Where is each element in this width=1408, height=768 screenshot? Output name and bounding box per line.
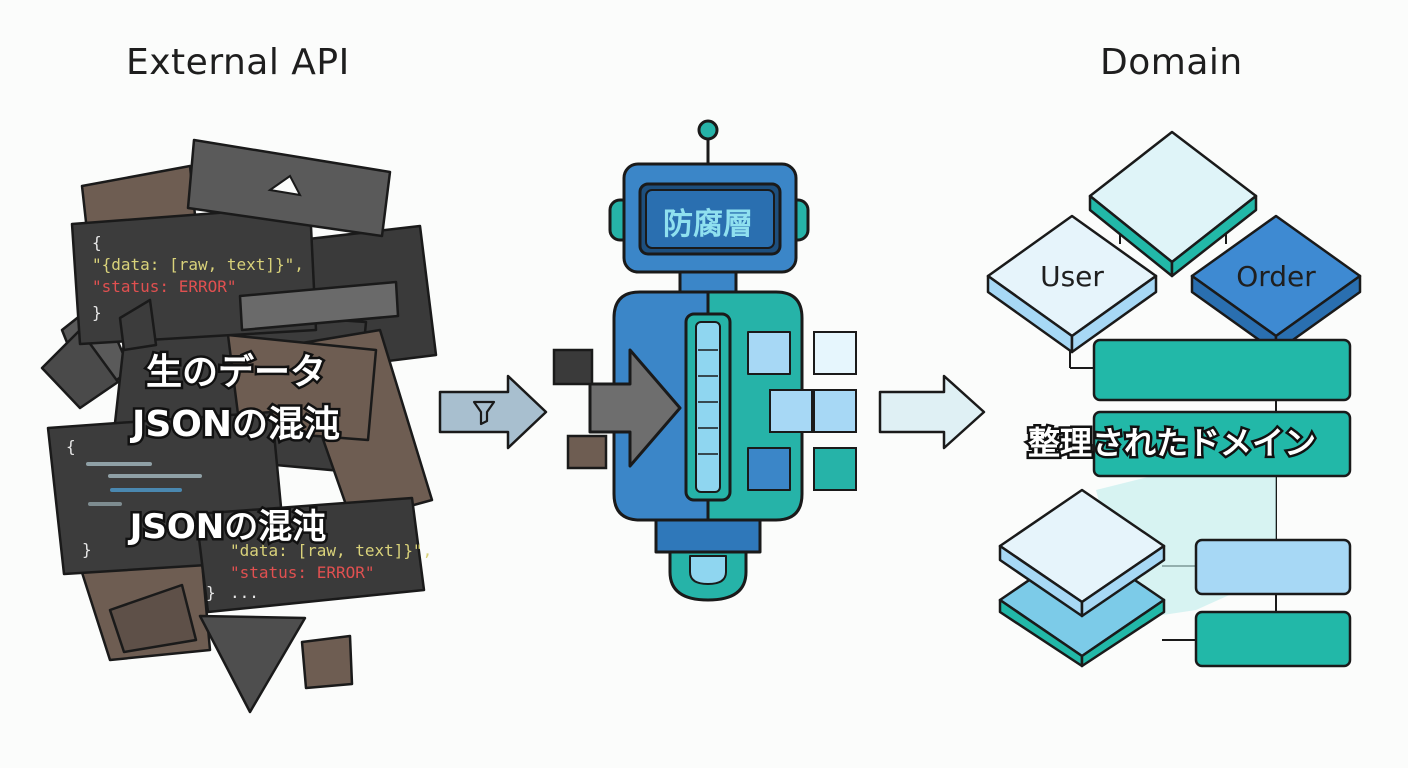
acl-robot: [588, 119, 810, 602]
chaos-panel: [118, 298, 158, 352]
code-snippet-top: { "{data: [raw, text]}", "status: ERROR"…: [92, 233, 304, 322]
chaos-panel: [194, 496, 426, 614]
code-snippet-middle: { }: [66, 437, 202, 559]
clean-square: [813, 331, 857, 375]
chaos-panel: [198, 614, 307, 714]
chaos-panel: [40, 328, 120, 410]
chaos-pile: [40, 138, 438, 714]
entity-user-label: User: [1040, 260, 1104, 293]
domain-label: 整理されたドメイン: [1028, 424, 1316, 462]
clean-square: [813, 389, 857, 433]
antenna-icon: [697, 119, 719, 164]
code-line: }: [92, 303, 102, 322]
domain-bar: [1194, 538, 1352, 596]
chaos-notch: [267, 174, 302, 197]
json-chaos-label: JSONの混沌: [129, 404, 340, 445]
chaos-panel: [108, 583, 198, 654]
clean-square: [769, 389, 813, 433]
scrap-square: [566, 434, 608, 470]
code-line: {: [92, 233, 102, 252]
domain-title: Domain: [1100, 42, 1243, 83]
filter-icon: [472, 400, 496, 426]
domain-entity-stack: [998, 488, 1166, 668]
entity-order-label: Order: [1236, 260, 1316, 293]
arrow-right-icon: [878, 374, 986, 450]
code-line: "status: ERROR": [230, 563, 375, 582]
scrap-square: [552, 348, 594, 386]
outgoing-squares: [769, 331, 857, 491]
domain-bar: [1092, 338, 1352, 402]
domain-entity-user: [986, 214, 1158, 354]
chaos-panel: [300, 634, 354, 690]
code-line: "status: ERROR": [92, 277, 237, 296]
code-brace: }: [82, 540, 92, 559]
domain-bar: [1194, 610, 1352, 668]
code-line: "{data: [raw, text]}",: [92, 255, 304, 274]
domain-bar: [1092, 410, 1352, 478]
code-line: ...: [230, 583, 259, 602]
domain-entity-top: [1088, 130, 1258, 278]
chaos-panel: [238, 280, 400, 332]
domain-bars: [1092, 338, 1352, 668]
code-line: }: [206, 583, 216, 602]
clean-square: [813, 447, 857, 491]
raw-data-label: 生のデータ: [146, 351, 326, 393]
code-snippet-bottom: "data: [raw, text]}", "status: ERROR" ..…: [206, 541, 432, 602]
domain-entity-order: [1190, 214, 1362, 354]
code-line: "data: [raw, text]}",: [230, 541, 432, 560]
external-api-title: External API: [126, 42, 350, 83]
json-chaos-label-2: JSONの混沌: [128, 507, 327, 547]
arrow-right-icon: [588, 348, 682, 468]
code-brace: {: [66, 437, 76, 456]
arrow-right-icon: [438, 374, 548, 450]
incoming-scraps: [552, 348, 608, 470]
acl-screen-label: 防腐層: [663, 207, 753, 242]
